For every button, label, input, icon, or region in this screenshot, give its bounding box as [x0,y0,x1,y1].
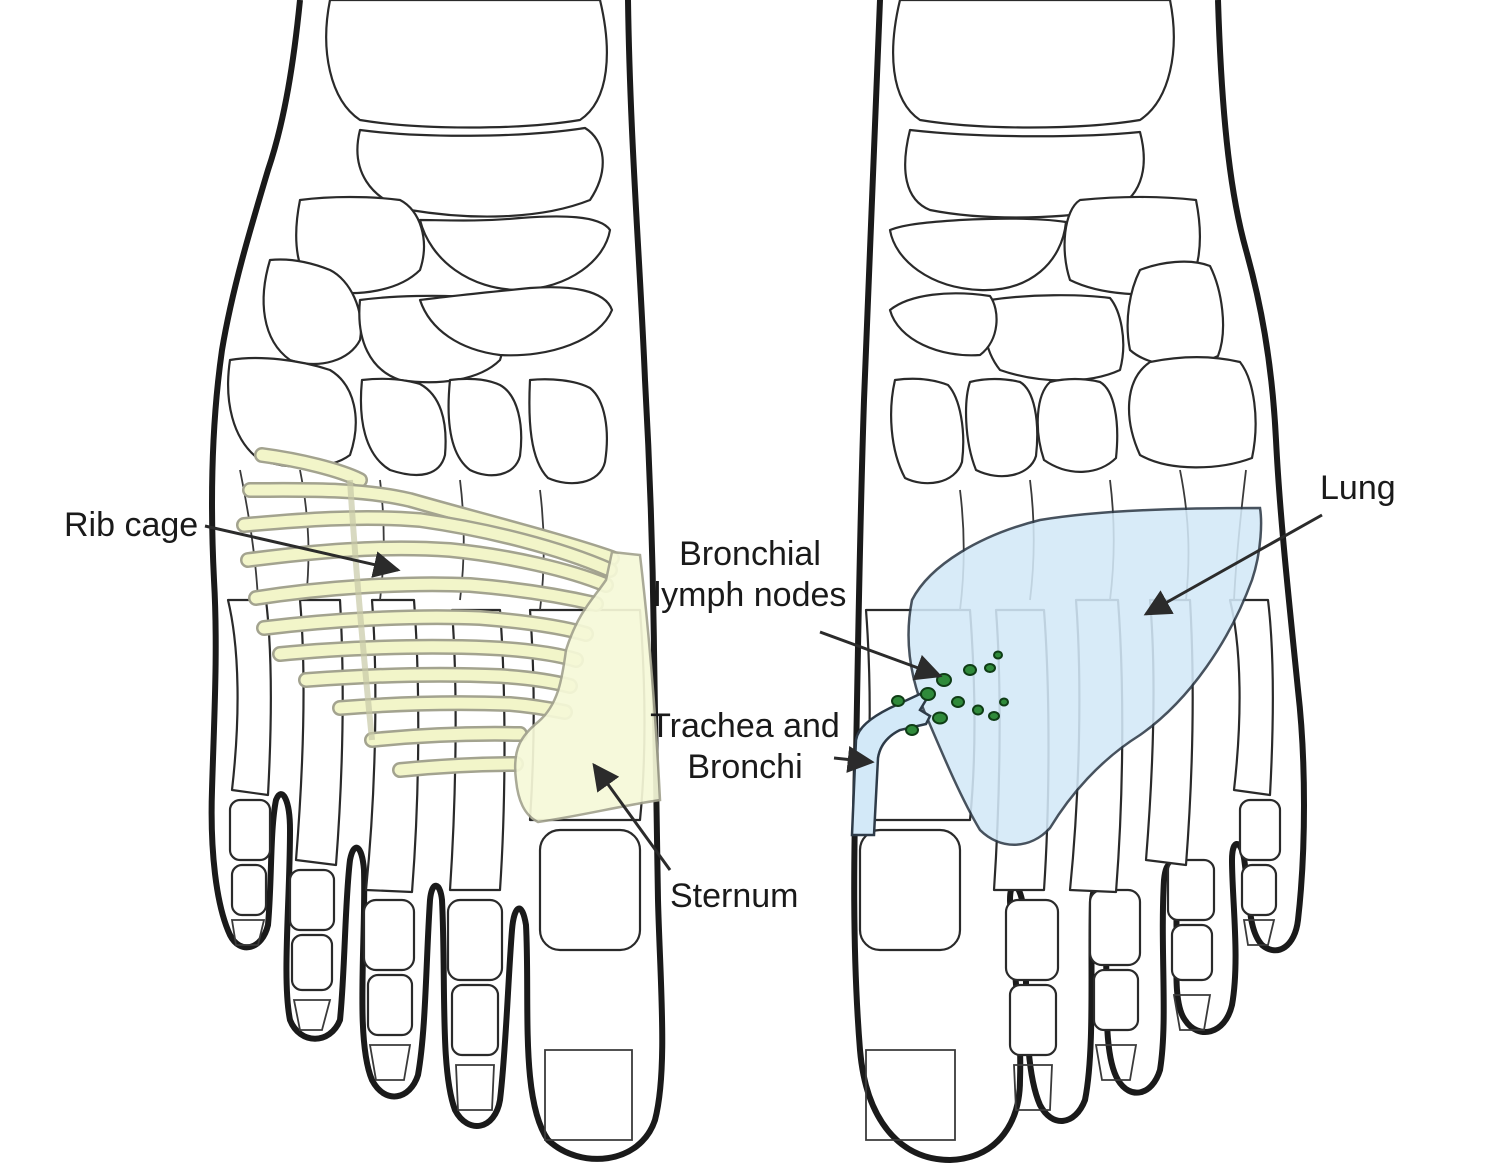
lymph-node [963,664,977,676]
bronchial-lymph-nodes [891,650,1009,736]
left-toe-bones [228,798,642,1141]
left-foot-outline [208,0,666,1162]
lymph-node [905,724,919,736]
lymph-node [988,711,1000,721]
rib-2-fill [244,484,618,564]
lymph-node [951,696,965,708]
sternum-label: Sternum [670,877,799,915]
rib-cage-label: Rib cage [64,506,199,544]
right-tarsal-bones [888,0,1257,611]
left-foot [208,0,666,1162]
lung-label: Lung [1320,469,1396,507]
right-foot-outline [851,0,1307,1163]
trachea-and-bronchi [850,692,932,837]
right-foot [850,0,1307,1163]
rib-11-fill [394,758,522,776]
lymph-node [972,704,984,716]
rib-4-fill [242,542,612,591]
sternum-arrow [592,762,672,871]
lymph-node [999,697,1009,707]
lung-arrow [1143,513,1323,616]
rib-1-fill [256,449,366,486]
trachea-arrow [833,746,875,773]
rib-8-fill [300,669,576,692]
trachea-label-line1: Trachea and [650,707,840,745]
bronchial-lymph-nodes-arrow [819,630,943,681]
rib-5-fill [250,578,602,610]
rib-cage [236,447,662,824]
rib-cage-ribs [236,447,620,778]
bronchial-label-line1: Bronchial [679,535,821,573]
lymph-node [932,711,948,725]
rib-7-fill [274,641,582,666]
lymph-node [891,695,905,707]
rib-3-fill [238,512,616,576]
left-tarsal-bones [227,0,614,611]
trachea-and-bronchi-label: Trachea and Bronchi [640,706,850,788]
rib-9-fill [334,697,571,718]
right-toe-bones [858,798,1282,1141]
lymph-node [920,687,936,701]
spine-column [347,479,375,741]
bronchial-label-line2: lymph nodes [653,575,847,614]
callout-arrows [204,513,1323,871]
bronchial-lymph-nodes-label: Bronchial lymph nodes [638,534,862,616]
trachea-label-line2: Bronchi [687,747,803,786]
lymph-node [993,650,1003,660]
lymph-node [984,663,996,673]
rib-10-fill [366,728,526,746]
sternum [513,550,662,824]
rib-6-fill [258,611,592,640]
rib-cage-arrow [204,524,401,578]
